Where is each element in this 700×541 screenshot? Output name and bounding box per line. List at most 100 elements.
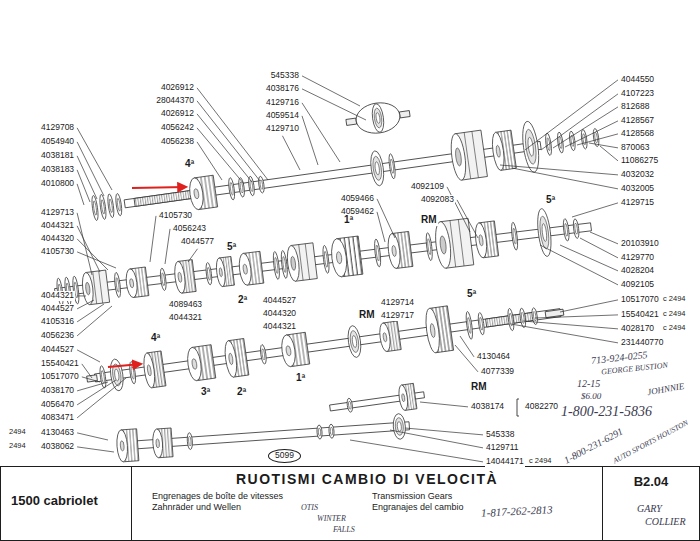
variant-note: c 2494 [662, 295, 687, 304]
gear-ratio-label: 5ª [545, 194, 556, 206]
part-number: 4044321 [168, 313, 203, 323]
part-number: 4044527 [40, 345, 75, 355]
part-number: 4129716 [265, 98, 300, 108]
leader-line [302, 89, 366, 120]
leader-line [77, 380, 116, 405]
leader-line [77, 304, 104, 322]
figure-number-oval: 5099 [268, 449, 301, 463]
handwritten-note: AUTO SPORTS HOUSTON [611, 418, 691, 466]
part-number: 4128567 [620, 116, 655, 126]
gear-ratio-label: 5ª [466, 288, 477, 300]
main-shaft-assembly [89, 112, 602, 234]
bolt [545, 309, 564, 317]
bearing [392, 413, 406, 439]
part-number: 4129717 [380, 311, 415, 321]
ring [238, 177, 246, 197]
gear-ratio-label: RM [358, 309, 376, 321]
ring [317, 425, 323, 439]
ring [228, 177, 236, 200]
gear-ratio-label: RM [420, 214, 438, 226]
part-number: 28044370 [155, 96, 195, 106]
leader-line [82, 377, 100, 382]
part-number: 4056243 [172, 224, 207, 234]
leader-line [77, 382, 108, 391]
part-number: 4054940 [40, 137, 75, 147]
leader-line [560, 300, 618, 312]
shaft [94, 309, 561, 382]
gear-ratio-label: 4ª [150, 332, 161, 344]
ring [258, 176, 265, 193]
part-number: 545338 [485, 430, 515, 440]
part-number: 4129711 [485, 443, 519, 453]
leader-line [525, 80, 618, 150]
leader-line [577, 134, 618, 145]
part-number: 15540421 [620, 310, 660, 320]
gear [378, 321, 401, 352]
part-number: 4059466 [340, 194, 375, 204]
leader-line [77, 128, 112, 190]
part-number: 4028170 [620, 324, 655, 334]
part-number: 4038176 [265, 84, 300, 94]
part-number: 4092083 [420, 195, 455, 205]
ring [114, 272, 122, 298]
gear [223, 339, 249, 378]
part-number: 4129710 [265, 124, 300, 134]
leader-line [541, 94, 618, 150]
part-number: 4129714 [380, 298, 415, 308]
node-text: Engrenages de boîte de vitesses [152, 491, 283, 501]
ring [510, 222, 518, 250]
leader-line [302, 116, 318, 165]
gear [386, 231, 413, 269]
part-number: 4026912 [160, 83, 195, 93]
leader-line [350, 440, 483, 462]
handwritten-note: WINTER [316, 514, 347, 523]
synchro-sleeve [81, 270, 110, 305]
part-number: 4130464 [476, 352, 511, 362]
leader-line [77, 184, 84, 205]
part-number: 4044320 [262, 309, 297, 319]
spline [134, 190, 195, 206]
leader-line [77, 447, 114, 452]
ring [329, 424, 335, 438]
bearing [520, 120, 541, 173]
leader-line [455, 345, 478, 372]
handwritten-note: OTIS [300, 503, 319, 512]
washer [107, 194, 115, 218]
gear-row [52, 203, 594, 316]
bearing [369, 150, 386, 187]
ring [272, 251, 280, 279]
handwritten-note: $6.00 [580, 391, 602, 401]
leader-line [188, 249, 198, 262]
part-number: 4044527 [262, 296, 297, 306]
part-number: 231440770 [620, 338, 665, 348]
leader-line [282, 136, 300, 170]
gear-ratio-label: 5ª [226, 241, 237, 253]
washer [507, 308, 515, 331]
part-number: 870063 [620, 143, 650, 153]
part-number: 4056242 [160, 123, 195, 133]
leader-line [535, 315, 618, 318]
part-number: 4105316 [40, 317, 75, 327]
reverse-idler [328, 382, 426, 421]
ring [205, 262, 213, 285]
leader-line [77, 142, 104, 196]
leader-line [77, 213, 92, 275]
part-number: 4129770 [620, 253, 655, 263]
part-number: 4044321 [40, 221, 75, 231]
bearing [346, 325, 362, 358]
node-text: Engranajes del cambio [372, 502, 464, 512]
leader-line [77, 378, 126, 418]
node-text: Zahnräder und Wellen [152, 502, 241, 512]
part-number: 4044321 [262, 322, 297, 332]
bearing [109, 358, 125, 391]
part-number: 4129713 [40, 208, 75, 218]
gear [474, 221, 499, 258]
leader-line [302, 76, 360, 106]
gear [186, 345, 216, 382]
leader-line [377, 199, 395, 238]
gear [398, 383, 417, 411]
gear-ratio-label: 3ª [200, 386, 211, 398]
ring [388, 153, 396, 179]
